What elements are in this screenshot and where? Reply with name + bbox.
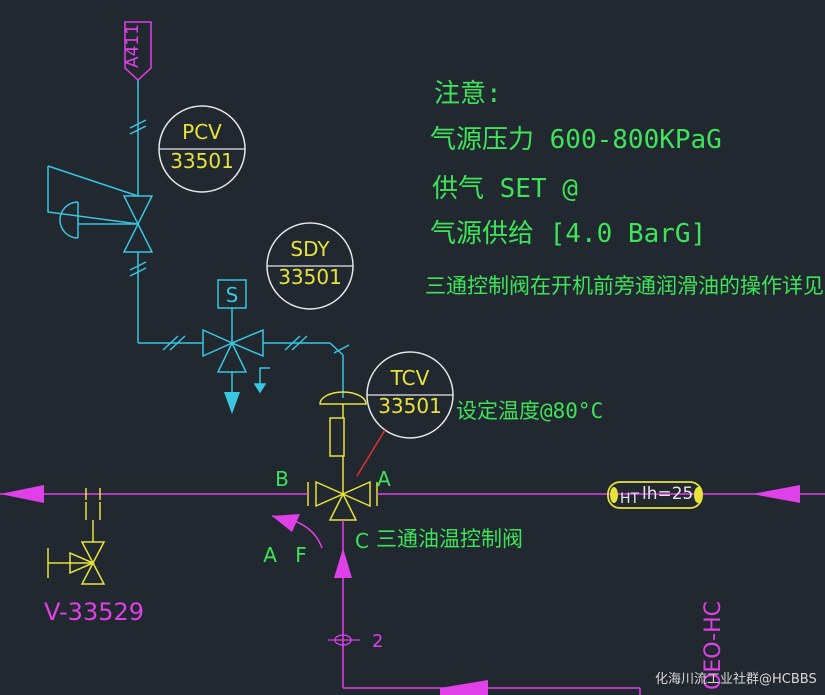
tcv-tag-label: TCV [390, 366, 430, 390]
heat-trace-marker[interactable]: HT lh=25 [607, 481, 703, 509]
main-oil-line [0, 493, 825, 695]
tcv-leader-line [356, 429, 386, 477]
sdy-instrument-bubble[interactable]: SDY 33501 [266, 222, 354, 310]
watermark: 化海川流工业社群@HCBBS [655, 671, 817, 687]
port-af-label: A F [263, 543, 313, 567]
vertical-line-tag: OEO-HC [701, 601, 726, 690]
notes-line-2: 供气 SET @ [432, 174, 578, 204]
air-supply-tag: A411 [123, 21, 152, 82]
drain-valve-tag: V-33529 [44, 598, 144, 626]
line-mark-label: 2 [372, 631, 383, 652]
port-b-label: B [275, 467, 289, 491]
sdy-tag-label: SDY [290, 237, 330, 261]
notes-line-4: 三通控制阀在开机前旁通润滑油的操作详见 逻辑 [425, 274, 825, 298]
line-mark: 2 [328, 631, 383, 652]
temperature-setpoint: 设定温度@80°C [456, 399, 603, 423]
flow-arrow-bottom-icon [440, 680, 488, 695]
exhaust-arrow-icon [253, 367, 270, 394]
pcv-control-valve[interactable] [47, 165, 154, 253]
flow-arrow-left-icon [0, 485, 44, 503]
flow-arrow-up-icon [334, 548, 352, 578]
drain-tick-marks [85, 488, 101, 500]
port-c-label: C [355, 529, 369, 553]
port-a-label: A [377, 467, 391, 491]
pcv-instrument-bubble[interactable]: PCV 33501 [158, 105, 246, 193]
drain-branch[interactable] [47, 502, 106, 585]
notes-heading: 注意: [434, 79, 502, 109]
air-tag-text: A411 [123, 24, 143, 68]
tcv-actuator[interactable] [319, 391, 367, 494]
pcv-number-label: 33501 [170, 149, 234, 173]
fail-position-arrow-icon [271, 514, 323, 549]
valve-description: 三通油温控制阀 [376, 527, 523, 551]
tcv-number-label: 33501 [378, 394, 442, 418]
sdy-number-label: 33501 [278, 265, 342, 289]
notes-line-3: 气源供给 [4.0 BarG] [430, 219, 706, 249]
heat-trace-code: HT [620, 491, 640, 507]
pcv-tag-label: PCV [182, 120, 222, 144]
heat-trace-value: lh=25 [642, 484, 693, 504]
flow-arrow-inlet-icon [752, 485, 800, 503]
sdy-solenoid-valve[interactable] [202, 279, 264, 392]
tcv-instrument-bubble[interactable]: TCV 33501 [366, 351, 454, 439]
solenoid-label: S [226, 283, 239, 307]
air-supply-line [129, 80, 350, 398]
notes-line-1: 气源压力 600-800KPaG [430, 125, 722, 155]
notes-block: 注意: 气源压力 600-800KPaG 供气 SET @ 气源供给 [4.0 … [425, 79, 825, 298]
vent-arrow-icon [224, 392, 240, 414]
